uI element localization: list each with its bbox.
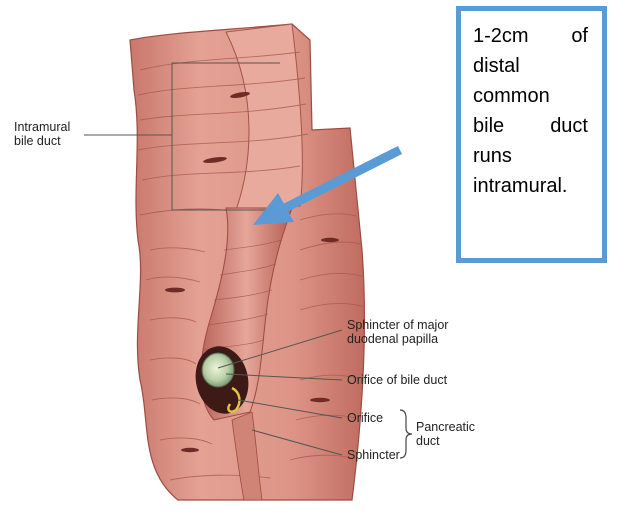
label-sphincter-major-line2: duodenal papilla [347, 332, 448, 346]
callout-row-5: runs [473, 141, 588, 171]
callout-row-3: common [473, 81, 588, 111]
pancreatic-bracket [400, 410, 412, 458]
callout-word-duct: duct [550, 111, 588, 141]
callout-word-runs: runs [473, 141, 512, 171]
label-pancreatic-line2: duct [416, 434, 475, 448]
label-orifice: Orifice [347, 411, 383, 425]
callout-word-distal: distal [473, 51, 520, 81]
label-intramural-line2: bile duct [14, 134, 70, 148]
callout-row-2: distal [473, 51, 588, 81]
callout-word-bile: bile [473, 111, 504, 141]
callout-word-1cm: 1-2cm [473, 21, 529, 51]
callout-word-intramural: intramural. [473, 171, 567, 201]
label-orifice-bile-duct: Orifice of bile duct [347, 373, 447, 387]
label-pancreatic-duct: Pancreatic duct [416, 420, 475, 448]
label-intramural-line1: Intramural [14, 120, 70, 134]
callout-word-common: common [473, 81, 550, 111]
label-sphincter-major-line1: Sphincter of major [347, 318, 448, 332]
callout-row-6: intramural. [473, 171, 588, 201]
label-sphincter: Sphincter [347, 448, 400, 462]
callout-box: 1-2cm of distal common bile duct runs in… [456, 6, 607, 263]
callout-row-4: bile duct [473, 111, 588, 141]
callout-word-of: of [571, 21, 588, 51]
label-pancreatic-line1: Pancreatic [416, 420, 475, 434]
label-intramural-bile-duct: Intramural bile duct [14, 120, 70, 148]
callout-row-1: 1-2cm of [473, 21, 588, 51]
label-sphincter-major-papilla: Sphincter of major duodenal papilla [347, 318, 448, 346]
